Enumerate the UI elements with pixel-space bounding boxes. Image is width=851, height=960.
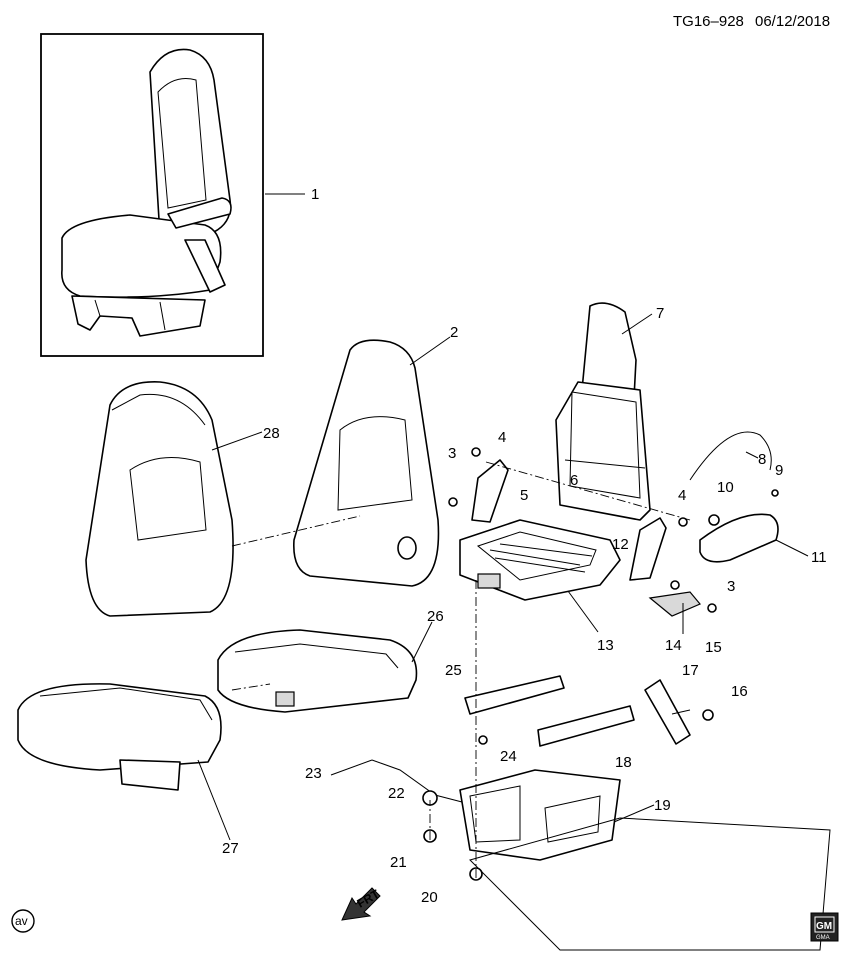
callout-23: 23 [305, 765, 322, 782]
armrest [699, 513, 779, 563]
seat-wire [371, 759, 463, 803]
callout-12: 12 [612, 536, 629, 553]
callout-26: 26 [427, 608, 444, 625]
callout-16: 16 [731, 683, 748, 700]
callout-2: 2 [450, 324, 458, 341]
callout-20: 20 [421, 889, 438, 906]
callout-21: 21 [390, 854, 407, 871]
callout-5: 5 [520, 487, 528, 504]
seat-back-pad [293, 339, 440, 587]
alignment-line [485, 461, 691, 521]
callout-labels: 1 2 3 4 5 6 7 8 9 10 11 12 3 4 13 14 15 … [222, 186, 827, 906]
recliner-bracket-right [629, 517, 667, 581]
seat-cushion-pad [217, 629, 418, 713]
seat-back-cover [85, 381, 234, 617]
recliner-bracket-left [471, 459, 509, 523]
callout-19: 19 [654, 797, 671, 814]
callout-18: 18 [615, 754, 632, 771]
recliner-handle [648, 591, 701, 617]
front-direction-arrow: FRT [341, 886, 382, 921]
callout-22: 22 [388, 785, 405, 802]
svg-text:GMA: GMA [816, 935, 830, 941]
callout-9: 9 [775, 462, 783, 479]
alignment-line [231, 683, 271, 691]
callout-4: 4 [498, 429, 506, 446]
callout-24: 24 [500, 748, 517, 765]
callout-14: 14 [665, 637, 682, 654]
seat-pan-frame [459, 519, 621, 601]
callout-11: 11 [811, 549, 827, 566]
callout-28: 28 [263, 425, 280, 442]
seat-back-frame [555, 302, 651, 521]
callout-17: 17 [682, 662, 699, 679]
recliner-cable [689, 431, 772, 481]
callout-3: 3 [448, 445, 456, 462]
seat-riser [459, 769, 621, 861]
callout-8: 8 [758, 451, 766, 468]
callout-1: 1 [311, 186, 319, 203]
callout-27: 27 [222, 840, 239, 857]
support-bracket [644, 679, 691, 745]
leader-lines [197, 193, 809, 841]
diagram-date: 06/12/2018 [755, 13, 830, 30]
corner-badge: av [11, 909, 35, 933]
floor-pan [469, 817, 831, 951]
callout-15: 15 [705, 639, 722, 656]
callout-6: 6 [570, 472, 578, 489]
callout-3b: 3 [727, 578, 735, 595]
seat-cushion-cover [17, 683, 222, 791]
seat-adjuster-rail-left [464, 675, 565, 715]
callout-25: 25 [445, 662, 462, 679]
svg-text:GM: GM [816, 921, 832, 932]
callout-13: 13 [597, 637, 614, 654]
callout-10: 10 [717, 479, 734, 496]
callout-7: 7 [656, 305, 664, 322]
diagram-id: TG16–928 [673, 13, 744, 30]
assembled-seat-inset [40, 33, 264, 357]
alignment-line [231, 515, 361, 547]
seat-adjuster-rail-right [537, 705, 635, 747]
callout-4b: 4 [678, 487, 686, 504]
gm-logo: GM GMA [810, 912, 839, 942]
svg-text:av: av [15, 914, 28, 928]
